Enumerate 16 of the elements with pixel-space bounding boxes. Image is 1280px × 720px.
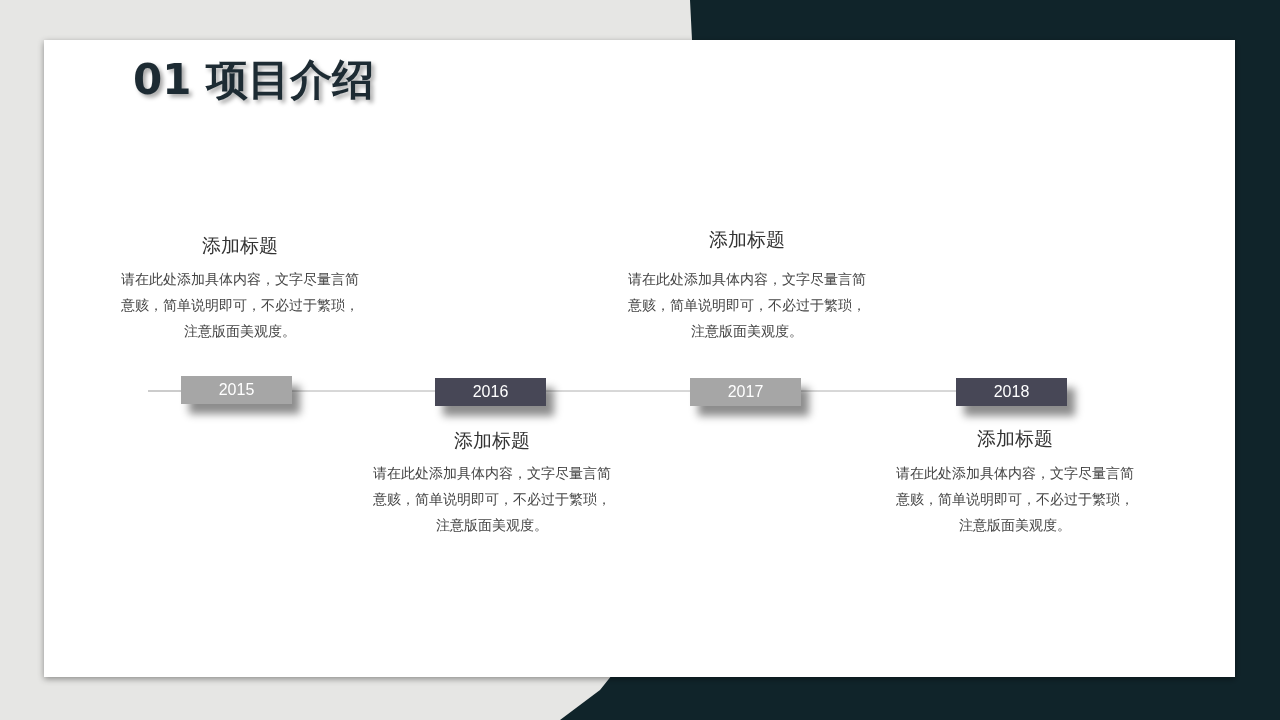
item-description: 请在此处添加具体内容，文字尽量言简意赅，简单说明即可，不必过于繁琐，注意版面美观度。 — [895, 464, 1135, 535]
item-heading: 添加标题 — [453, 428, 531, 453]
timeline-line — [291, 390, 436, 392]
item-description: 请在此处添加具体内容，文字尽量言简意赅，简单说明即可，不必过于繁琐，注意版面美观度。 — [120, 270, 360, 341]
timeline-line — [545, 390, 691, 392]
item-heading: 添加标题 — [201, 233, 279, 258]
item-description: 请在此处添加具体内容，文字尽量言简意赅，简单说明即可，不必过于繁琐，注意版面美观度。 — [627, 270, 867, 341]
year-badge: 2015 — [181, 376, 292, 404]
item-heading: 添加标题 — [976, 426, 1054, 451]
item-heading: 添加标题 — [708, 227, 786, 252]
year-badge: 2017 — [690, 378, 801, 406]
title: 01 项目介绍 — [133, 54, 375, 106]
timeline-line — [800, 390, 957, 392]
year-badge: 2016 — [435, 378, 546, 406]
year-badge: 2018 — [956, 378, 1067, 406]
item-description: 请在此处添加具体内容，文字尽量言简意赅，简单说明即可，不必过于繁琐，注意版面美观度。 — [372, 464, 612, 535]
